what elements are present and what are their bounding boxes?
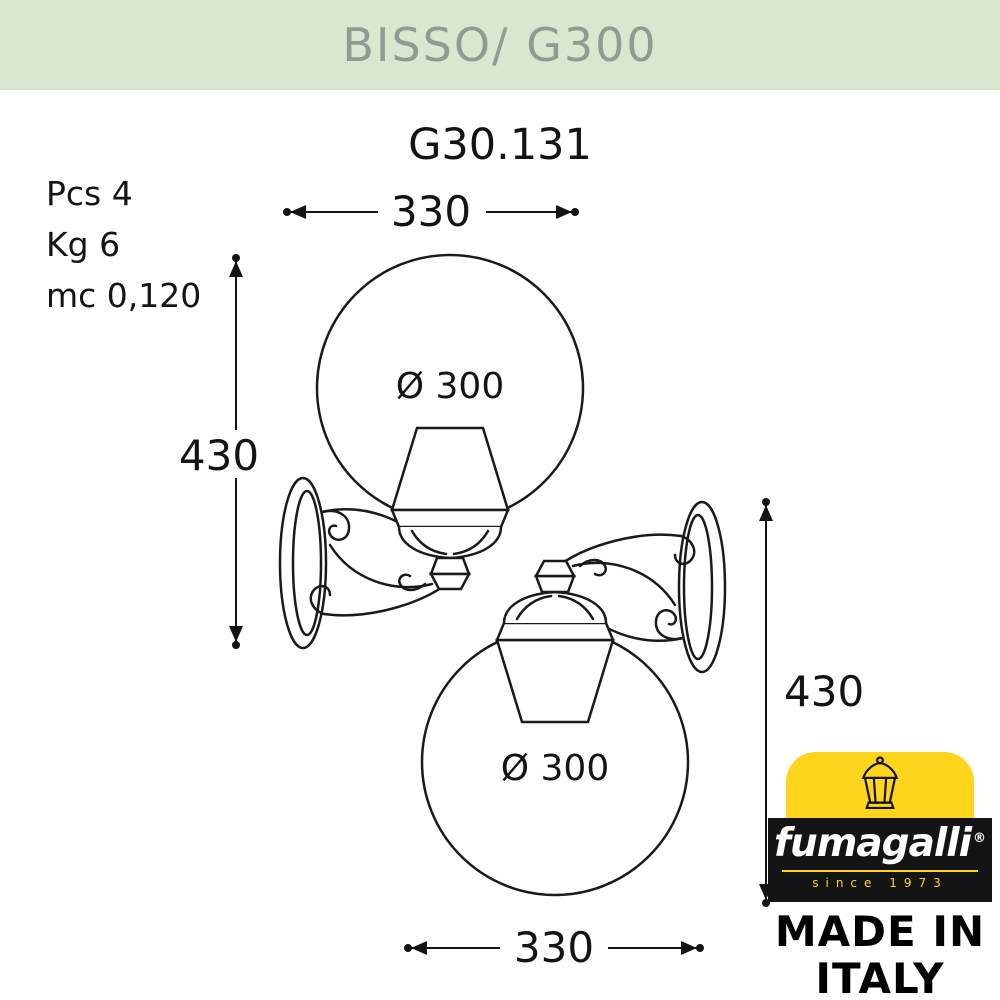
dimension-bottom-width: 330 [404, 923, 704, 972]
spec-pieces: Pcs 4 [46, 174, 133, 213]
brand-logo: fumagalli® since 1973 MADE IN ITALY [768, 752, 992, 1000]
spec-weight: Kg 6 [46, 225, 121, 264]
brand-name-row: fumagalli® [768, 821, 992, 866]
lantern-icon [861, 756, 899, 810]
brand-since: since 1973 [812, 875, 948, 890]
wall-lamp-globe-up [278, 253, 585, 650]
specs-block: Pcs 4 Kg 6 mc 0,120 [46, 168, 201, 321]
header-banner: BISSO/ G300 [0, 0, 1000, 90]
brand-name: fumagalli [773, 821, 972, 866]
series-title: BISSO/ G300 [342, 18, 658, 72]
globe-diameter-label-upper: Ø 300 [396, 366, 505, 407]
dimension-left-height-label: 430 [179, 431, 259, 480]
wall-lamp-globe-down [420, 500, 727, 897]
spec-volume: mc 0,120 [46, 276, 202, 315]
dimension-top-width: 330 [283, 187, 579, 236]
made-in-line1: MADE IN [774, 907, 986, 956]
globe-diameter-label-lower: Ø 300 [501, 748, 610, 789]
logo-band: fumagalli® since 1973 [768, 818, 992, 902]
since-divider [782, 869, 978, 872]
dimension-right-height-label: 430 [784, 667, 864, 716]
registered-mark: ® [973, 831, 987, 846]
made-in-line2: ITALY [815, 954, 945, 1000]
product-code: G30.131 [408, 120, 592, 170]
dimension-top-width-label: 330 [391, 187, 471, 236]
dimension-bottom-width-label: 330 [514, 923, 594, 972]
logo-lantern-badge [786, 752, 974, 818]
